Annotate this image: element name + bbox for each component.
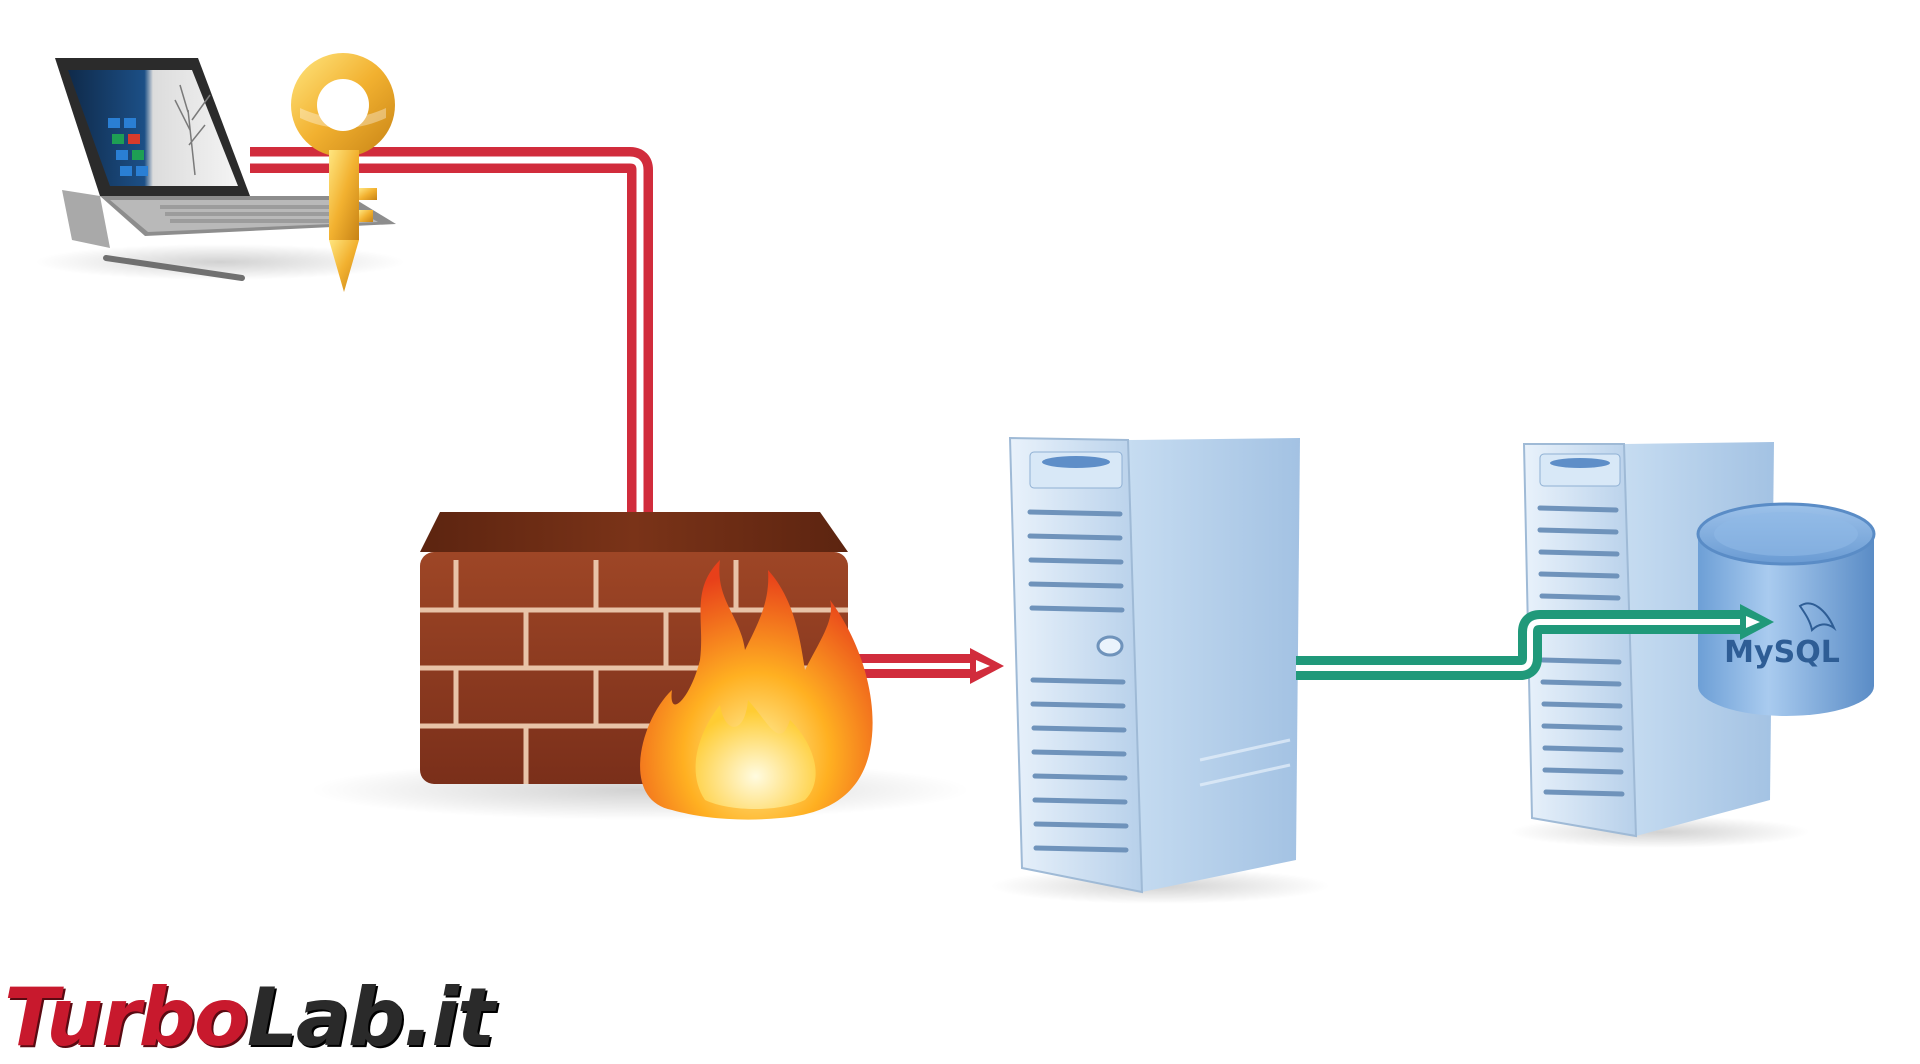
database-icon: MySQL: [1696, 502, 1876, 716]
key-icon: [291, 53, 395, 292]
mysql-label: MySQL: [1724, 635, 1840, 670]
connector-laptop-firewall: [250, 147, 653, 512]
firewall-icon: [310, 512, 970, 820]
connector-webserver-database: [1296, 604, 1774, 680]
server-icon: [990, 436, 1330, 904]
watermark-part2: Lab.it: [246, 971, 495, 1064]
laptop-icon: [35, 58, 405, 281]
turbolab-watermark: TurboLab.it: [4, 978, 495, 1058]
watermark-part1: Turbo: [4, 971, 249, 1064]
